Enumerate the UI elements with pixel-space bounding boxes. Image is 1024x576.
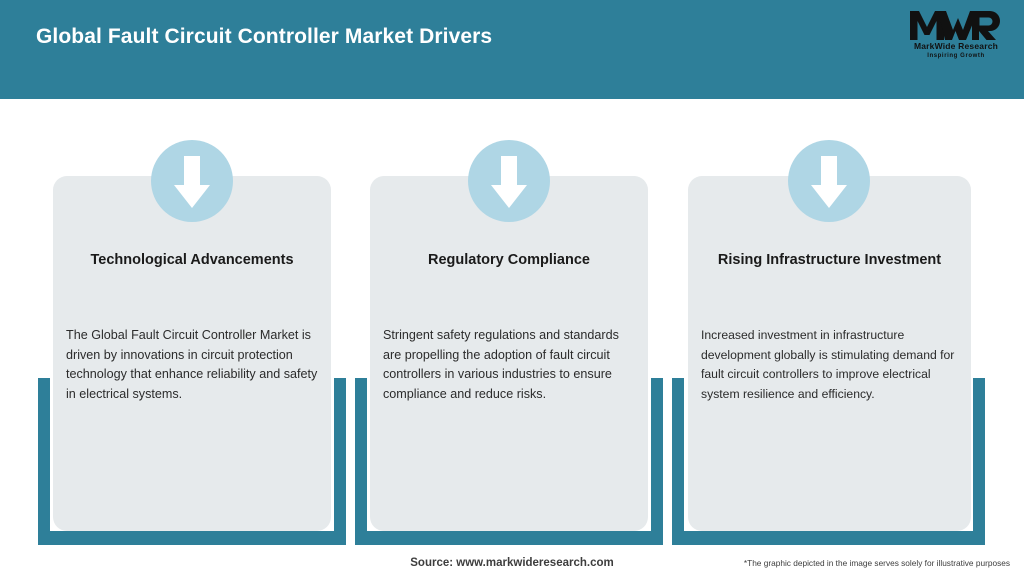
- driver-card-rising-infrastructure-investment[interactable]: Rising Infrastructure Investment Increas…: [672, 99, 985, 576]
- card-panel: Regulatory Compliance Stringent safety r…: [370, 176, 648, 531]
- card-bracket-accent: [672, 378, 985, 545]
- source-label: Source: www.markwideresearch.com: [410, 557, 614, 569]
- arrow-down-icon: [151, 140, 233, 222]
- page-title: Global Fault Circuit Controller Market D…: [36, 25, 493, 48]
- mwr-logo-icon: [910, 11, 1000, 40]
- card-body-text: The Global Fault Circuit Controller Mark…: [66, 328, 318, 401]
- driver-card-technological-advancements[interactable]: Technological Advancements The Global Fa…: [38, 99, 346, 576]
- brand-logo: MarkWide Research Inspiring Growth: [902, 8, 1010, 60]
- card-panel: Rising Infrastructure Investment Increas…: [688, 176, 971, 531]
- card-bracket-accent: [355, 378, 663, 545]
- card-body-text: Stringent safety regulations and standar…: [383, 328, 619, 401]
- logo-tagline: Inspiring Growth: [927, 53, 985, 59]
- card-heading: Technological Advancements: [90, 252, 294, 268]
- header-bar: [0, 0, 1024, 99]
- card-body-text: Increased investment in infrastructure d…: [701, 328, 955, 401]
- market-drivers-cards: Technological Advancements The Global Fa…: [0, 99, 1024, 576]
- card-heading: Regulatory Compliance: [428, 252, 590, 268]
- logo-company-name: MarkWide Research: [913, 41, 999, 51]
- arrow-down-icon: [787, 140, 870, 222]
- driver-card-regulatory-compliance[interactable]: Regulatory Compliance Stringent safety r…: [355, 99, 663, 576]
- arrow-down-icon: [468, 140, 550, 222]
- disclaimer-label: *The graphic depicted in the image serve…: [743, 558, 1010, 568]
- card-panel: Technological Advancements The Global Fa…: [53, 176, 331, 531]
- card-bracket-accent: [38, 378, 346, 545]
- card-heading: Rising Infrastructure Investment: [717, 252, 942, 268]
